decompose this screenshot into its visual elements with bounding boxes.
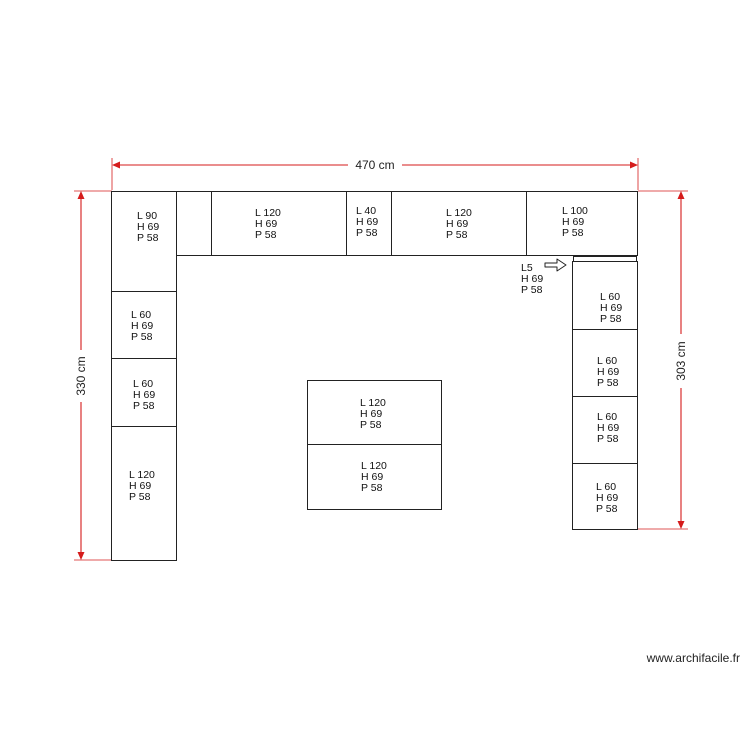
cabinet-right-l60-d-depth: P 58 <box>596 503 618 515</box>
cabinet-top-l40-width: L 40 <box>356 205 376 217</box>
cabinet-top-l100-height: H 69 <box>562 216 584 228</box>
left-cabinet-run <box>111 291 177 561</box>
cabinet-left-l120-depth: P 58 <box>129 491 151 503</box>
cabinet-top-l40 <box>346 191 392 256</box>
filler-strip <box>573 256 637 262</box>
cabinet-top-l120-b-depth: P 58 <box>446 229 468 241</box>
svg-text:L5H 69P 58: L5H 69P 58 <box>521 262 543 296</box>
svg-text:L 90H 69P 58: L 90H 69P 58 <box>137 210 159 244</box>
cabinet-top-l90-height: H 69 <box>137 221 159 233</box>
right-height-dimension-label: 303 cm <box>674 341 688 380</box>
cabinet-top-l90-depth: P 58 <box>137 232 159 244</box>
cabinet-right-l60-d-width: L 60 <box>596 481 616 493</box>
svg-text:L 60H 69P 58: L 60H 69P 58 <box>597 355 619 389</box>
cabinet-island-l120-b-height: H 69 <box>361 471 383 483</box>
cabinet-left-l60-a <box>111 291 177 359</box>
cabinet-top-l120-a-width: L 120 <box>255 207 281 219</box>
cabinet-island-l120-a-depth: P 58 <box>360 419 382 431</box>
left-height-dimension: 330 cm <box>74 190 112 561</box>
cabinet-left-l60-a-depth: P 58 <box>131 331 153 343</box>
cabinet-top-l90 <box>111 191 177 292</box>
cabinet-right-l60-a-height: H 69 <box>600 302 622 314</box>
svg-text:L 60H 69P 58: L 60H 69P 58 <box>596 481 618 515</box>
cabinet-right-l60-a-depth: P 58 <box>600 313 622 325</box>
corner-filler-top <box>176 191 212 256</box>
svg-text:L 60H 69P 58: L 60H 69P 58 <box>131 309 153 343</box>
watermark: www.archifacile.fr <box>646 651 740 665</box>
cabinet-right-l60-b-depth: P 58 <box>597 377 619 389</box>
cabinet-right-l60-b-width: L 60 <box>597 355 617 367</box>
cabinet-right-l60-c <box>572 396 638 464</box>
cabinet-right-l60-a <box>572 261 638 330</box>
cabinet-island-l120-a-width: L 120 <box>360 397 386 409</box>
cabinet-island-l120-a-height: H 69 <box>360 408 382 420</box>
cabinet-top-l120-a-height: H 69 <box>255 218 277 230</box>
cabinet-right-l60-c-depth: P 58 <box>597 433 619 445</box>
cabinet-top-l120-b <box>391 191 527 256</box>
cabinet-island-l120-b <box>307 444 442 510</box>
filler-height: H 69 <box>521 273 543 285</box>
cabinet-top-l100-width: L 100 <box>562 205 588 217</box>
left-height-dimension-label: 330 cm <box>74 356 88 395</box>
top-cabinet-run <box>111 191 638 292</box>
cabinet-right-l60-b <box>572 329 638 397</box>
svg-text:L 40H 69P 58: L 40H 69P 58 <box>356 205 378 239</box>
svg-text:L 60H 69P 58: L 60H 69P 58 <box>597 411 619 445</box>
cabinet-right-l60-c-width: L 60 <box>597 411 617 423</box>
cabinet-top-l100-depth: P 58 <box>562 227 584 239</box>
cabinet-right-l60-d <box>572 463 638 530</box>
cabinet-left-l120-height: H 69 <box>129 480 151 492</box>
island <box>307 380 442 510</box>
cabinet-island-l120-a <box>307 380 442 445</box>
cabinet-island-l120-b-width: L 120 <box>361 460 387 472</box>
svg-text:L 60H 69P 58: L 60H 69P 58 <box>133 378 155 412</box>
cabinet-top-l100 <box>526 191 638 256</box>
cabinet-left-l120-width: L 120 <box>129 469 155 481</box>
cabinet-right-l60-d-height: H 69 <box>596 492 618 504</box>
cabinet-left-l60-b <box>111 358 177 427</box>
cabinet-top-l40-depth: P 58 <box>356 227 378 239</box>
right-cabinet-run <box>572 256 638 530</box>
arrow-right-icon <box>544 258 567 272</box>
cabinet-left-l60-b-depth: P 58 <box>133 400 155 412</box>
cabinet-right-l60-a-width: L 60 <box>600 291 620 303</box>
cabinet-left-l60-a-height: H 69 <box>131 320 153 332</box>
cabinet-right-l60-c-height: H 69 <box>597 422 619 434</box>
cabinet-top-l120-b-width: L 120 <box>446 207 472 219</box>
width-dimension-label: 470 cm <box>355 158 394 172</box>
cabinet-left-l120 <box>111 426 177 561</box>
filler-depth: P 58 <box>521 284 543 296</box>
cabinet-island-l120-b-depth: P 58 <box>361 482 383 494</box>
cabinet-right-l60-b-height: H 69 <box>597 366 619 378</box>
cabinet-left-l60-a-width: L 60 <box>131 309 151 321</box>
filler-width: L5 <box>521 262 533 274</box>
cabinet-left-l60-b-height: H 69 <box>133 389 155 401</box>
cabinet-left-l60-b-width: L 60 <box>133 378 153 390</box>
cabinet-top-l120-a-depth: P 58 <box>255 229 277 241</box>
svg-text:L 60H 69P 58: L 60H 69P 58 <box>600 291 622 325</box>
right-height-dimension: 303 cm <box>638 190 688 530</box>
cabinet-top-l120-b-height: H 69 <box>446 218 468 230</box>
cabinet-top-l90-width: L 90 <box>137 210 157 222</box>
cabinet-top-l120-a <box>211 191 347 256</box>
cabinet-top-l40-height: H 69 <box>356 216 378 228</box>
width-dimension: 470 cm <box>111 158 639 190</box>
